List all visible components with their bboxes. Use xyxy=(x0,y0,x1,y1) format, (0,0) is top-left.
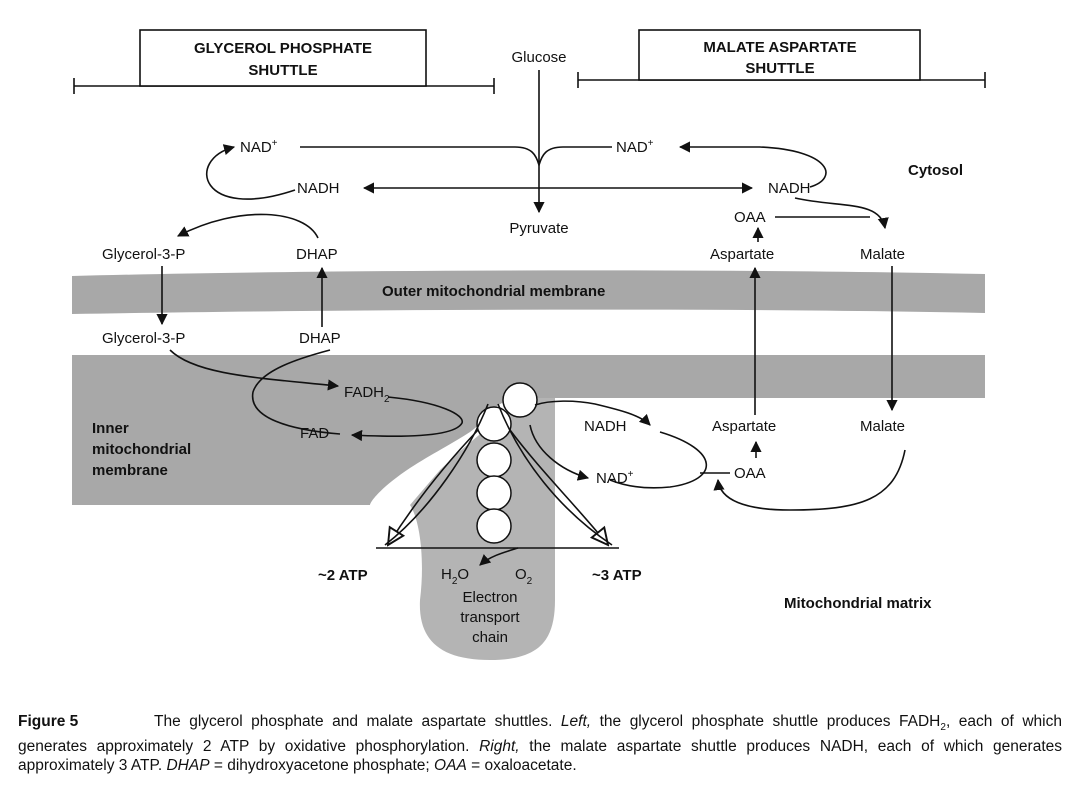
caption-text-4: the malate aspartate shuttle produces NA… xyxy=(18,738,1062,775)
inner-membrane-label-3: membrane xyxy=(92,462,168,479)
nad-matrix-label: NAD+ xyxy=(596,469,634,487)
inner-membrane-label-1: Inner xyxy=(92,420,129,437)
pyruvate-label: Pyruvate xyxy=(509,220,568,237)
caption-right-em: Right, xyxy=(479,738,520,756)
nadh-matrix-label: NADH xyxy=(584,418,627,435)
caption-text-2: the glycerol phosphate shuttle produces … xyxy=(591,713,941,730)
caption-oaa-em: OAA xyxy=(434,757,467,775)
nad-nadh-left-cycle xyxy=(206,144,296,200)
etc-label-1: Electron xyxy=(462,589,517,606)
atp-right-label: ~3 ATP xyxy=(592,567,642,584)
nad-left-label: NAD+ xyxy=(240,138,278,156)
cytosol-label: Cytosol xyxy=(908,162,963,179)
atp-left-label: ~2 ATP xyxy=(318,567,368,584)
nadh-right-label: NADH xyxy=(768,180,811,197)
glycerol-3-p-intermembrane: Glycerol-3-P xyxy=(102,330,185,347)
shuttle-diagram: Outer mitochondrial membrane Inner mitoc… xyxy=(72,29,986,660)
caption-text-5: = dihydroxyacetone phosphate; xyxy=(209,757,435,775)
dhap-cytosol: DHAP xyxy=(296,246,338,263)
etc-label-2: transport xyxy=(460,609,520,626)
outer-membrane-label: Outer mitochondrial membrane xyxy=(382,283,605,300)
caption-sub: 2 xyxy=(940,722,946,734)
header-left-line-1: GLYCEROL PHOSPHATE xyxy=(194,40,372,57)
nad-nadh-right-cycle xyxy=(759,146,827,188)
matrix-label: Mitochondrial matrix xyxy=(784,595,932,612)
header-glycerol-phosphate: GLYCEROL PHOSPHATE SHUTTLE xyxy=(73,29,495,94)
dhap-intermembrane: DHAP xyxy=(299,330,341,347)
figure-number: Figure 5 xyxy=(18,713,79,730)
caption-text-6: = oxaloacetate. xyxy=(466,757,577,775)
h2o-label: H2O xyxy=(441,566,469,587)
header-right-line-2: SHUTTLE xyxy=(745,60,814,77)
aspartate-cytosol: Aspartate xyxy=(710,246,774,263)
caption-text-3: , each of which generates approximately … xyxy=(18,713,1062,756)
header-malate-aspartate: MALATE ASPARTATE SHUTTLE xyxy=(577,29,986,88)
etc-complexes xyxy=(476,382,538,544)
oaa-matrix-label: OAA xyxy=(734,465,766,482)
malate-cytosol: Malate xyxy=(860,246,905,263)
malate-matrix-label: Malate xyxy=(860,418,905,435)
oaa-cytosol: OAA xyxy=(734,209,766,226)
caption-left-em: Left, xyxy=(560,713,592,730)
caption-dhap-em: DHAP xyxy=(166,757,210,775)
outer-membrane: Outer mitochondrial membrane xyxy=(72,270,985,314)
nadh-left-label: NADH xyxy=(297,180,340,197)
header-left-line-2: SHUTTLE xyxy=(248,62,317,79)
fad-label: FAD xyxy=(300,425,329,442)
caption-text-1: The glycerol phosphate and malate aspart… xyxy=(154,713,561,730)
glucose-label: Glucose xyxy=(511,49,566,66)
oaa-to-malate-cytosol xyxy=(794,197,889,230)
nad-right-label: NAD+ xyxy=(616,138,654,156)
dhap-to-glycerol-cytosol xyxy=(177,213,319,239)
inner-membrane-label-2: mitochondrial xyxy=(92,441,191,458)
glycerol-3-p-cytosol: Glycerol-3-P xyxy=(102,246,185,263)
o2-label: O2 xyxy=(515,566,533,587)
header-right-line-1: MALATE ASPARTATE xyxy=(703,39,856,56)
figure-caption: Figure 5 The glycerol phosphate and malat… xyxy=(18,712,1062,775)
aspartate-matrix-label: Aspartate xyxy=(712,418,776,435)
fadh2-label: FADH2 xyxy=(344,384,390,405)
etc-label-3: chain xyxy=(472,629,508,646)
